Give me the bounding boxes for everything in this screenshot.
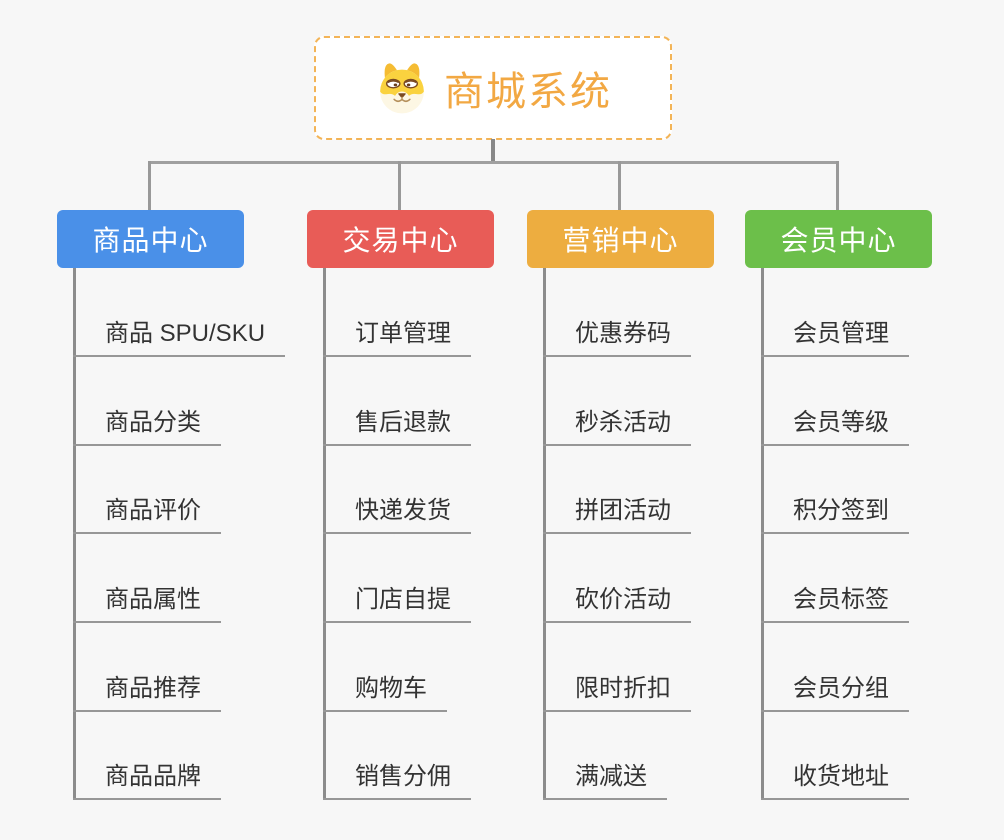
leaf-node[interactable]: 商品分类 bbox=[73, 408, 221, 446]
connector-horizontal bbox=[148, 161, 839, 164]
leaf-node[interactable]: 秒杀活动 bbox=[543, 408, 691, 446]
branch-header-label: 交易中心 bbox=[342, 225, 459, 256]
connector-root-trunk bbox=[491, 139, 495, 162]
leaf-node[interactable]: 会员管理 bbox=[761, 319, 909, 357]
leaf-node[interactable]: 收货地址 bbox=[761, 762, 909, 800]
leaf-node[interactable]: 限时折扣 bbox=[543, 674, 691, 712]
leaf-node[interactable]: 商品推荐 bbox=[73, 674, 221, 712]
leaf-node[interactable]: 积分签到 bbox=[761, 496, 909, 534]
branch-header-label: 营销中心 bbox=[562, 225, 679, 256]
leaf-node[interactable]: 商品属性 bbox=[73, 585, 221, 623]
leaf-node[interactable]: 拼团活动 bbox=[543, 496, 691, 534]
connector-drop-marketing bbox=[618, 161, 621, 210]
leaf-node[interactable]: 门店自提 bbox=[323, 585, 471, 623]
branch-header-label: 商品中心 bbox=[92, 225, 209, 256]
branch-header-label: 会员中心 bbox=[780, 225, 897, 256]
branch-trunk-line bbox=[761, 268, 764, 800]
leaf-node[interactable]: 商品 SPU/SKU bbox=[73, 319, 286, 357]
branch-header-marketing-center[interactable]: 营销中心 bbox=[527, 210, 714, 268]
branch-header-product-center[interactable]: 商品中心 bbox=[57, 210, 244, 268]
root-title: 商城系统 bbox=[444, 70, 612, 114]
branch-header-member-center[interactable]: 会员中心 bbox=[745, 210, 932, 268]
leaf-node[interactable]: 会员等级 bbox=[761, 408, 909, 446]
connector-drop-trade bbox=[398, 161, 401, 210]
leaf-node[interactable]: 销售分佣 bbox=[323, 762, 471, 800]
root-node-mall-system[interactable]: 商城系统 bbox=[314, 36, 672, 140]
branch-trunk-line bbox=[543, 268, 546, 800]
branch-header-trade-center[interactable]: 交易中心 bbox=[307, 210, 494, 268]
leaf-node[interactable]: 优惠券码 bbox=[543, 319, 691, 357]
leaf-node[interactable]: 购物车 bbox=[323, 674, 447, 712]
leaf-node[interactable]: 满减送 bbox=[543, 762, 667, 800]
connector-drop-product bbox=[148, 161, 151, 210]
leaf-node[interactable]: 会员分组 bbox=[761, 674, 909, 712]
leaf-node[interactable]: 商品评价 bbox=[73, 496, 221, 534]
connector-drop-member bbox=[836, 161, 839, 210]
leaf-node[interactable]: 商品品牌 bbox=[73, 762, 221, 800]
branch-trunk-line bbox=[323, 268, 326, 800]
leaf-node[interactable]: 售后退款 bbox=[323, 408, 471, 446]
leaf-node[interactable]: 会员标签 bbox=[761, 585, 909, 623]
leaf-node[interactable]: 砍价活动 bbox=[543, 585, 691, 623]
branch-trunk-line bbox=[73, 268, 76, 800]
leaf-node[interactable]: 快递发货 bbox=[323, 496, 471, 534]
doge-icon bbox=[380, 63, 424, 114]
leaf-node[interactable]: 订单管理 bbox=[323, 319, 471, 357]
